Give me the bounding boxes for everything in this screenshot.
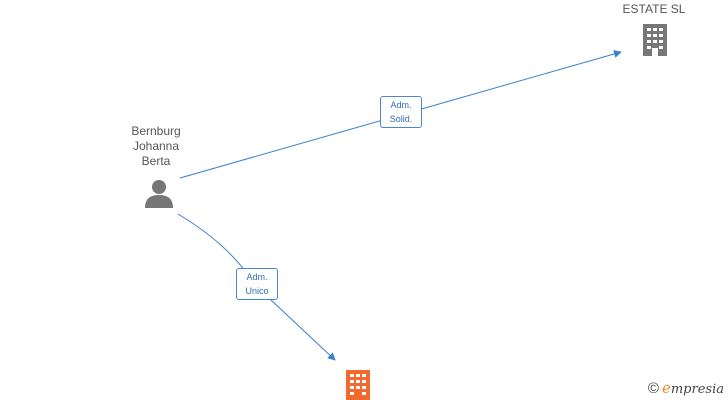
empresia-logo[interactable]: © empresia <box>648 379 724 397</box>
person-name[interactable]: Bernburg Johanna Berta <box>116 124 196 169</box>
edge-label-line-2: Solid. <box>389 114 413 124</box>
company-top-name[interactable]: ESTATE SL <box>622 2 686 16</box>
person-icon[interactable] <box>143 178 175 210</box>
edge-label-adm-unico[interactable]: Adm. Unico <box>236 268 278 300</box>
edge-label-line-1: Adm. <box>390 100 412 110</box>
building-icon[interactable] <box>640 22 670 56</box>
person-name-line-3: Berta <box>141 154 171 168</box>
edge-label-adm-solid[interactable]: Adm. Solid. <box>380 96 422 128</box>
person-name-line-1: Bernburg <box>131 124 181 138</box>
edge-label-line-2: Unico <box>245 286 269 296</box>
brand-initial: e <box>661 379 671 397</box>
building-icon[interactable] <box>344 368 372 400</box>
edge-label-line-1: Adm. <box>246 272 268 282</box>
copyright-icon: © <box>647 379 659 397</box>
brand-name: mpresia <box>670 382 724 397</box>
person-name-line-2: Johanna <box>132 139 180 153</box>
